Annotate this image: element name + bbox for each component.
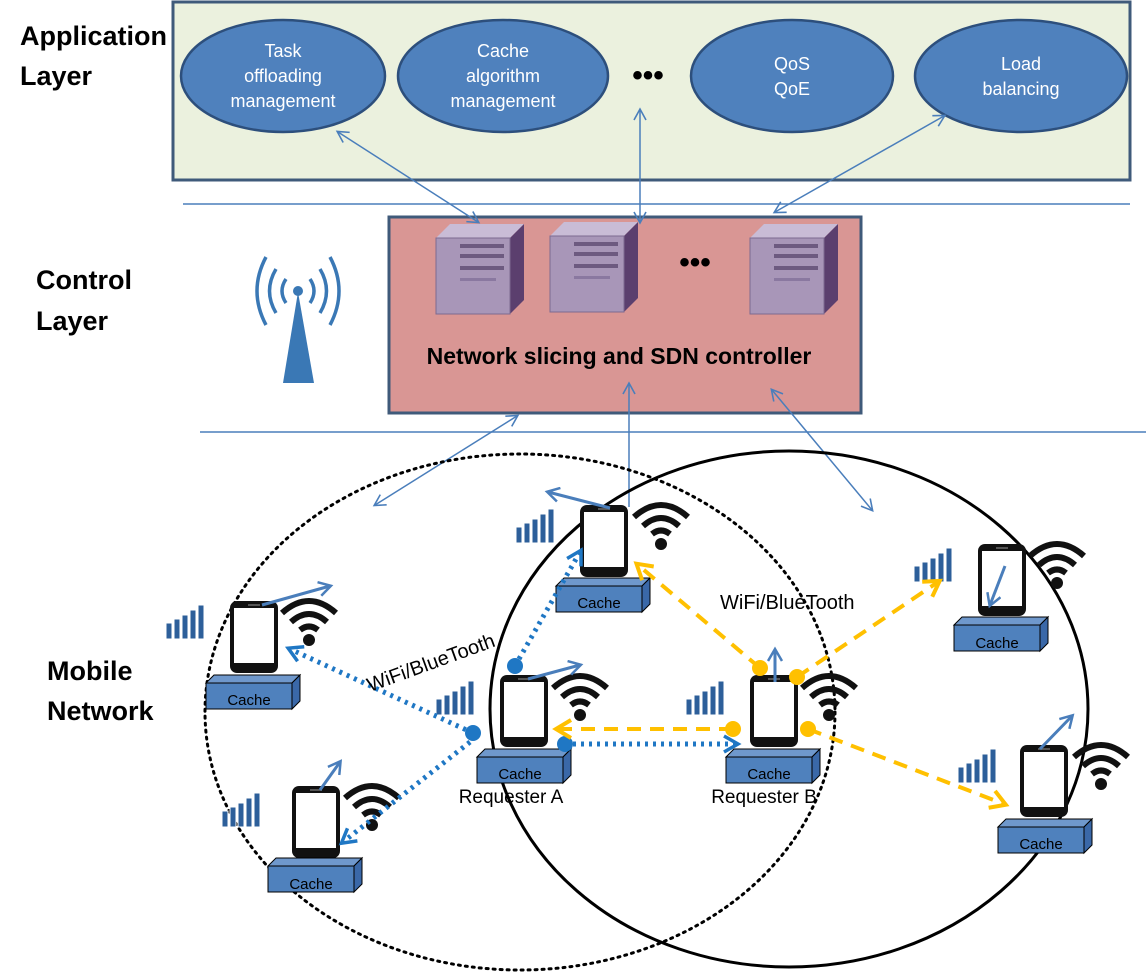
app-module-qos-qoe: QoS QoE: [689, 18, 895, 134]
application-layer-label-line2: Layer: [20, 61, 93, 91]
device-bottom-right: Cache: [957, 716, 1128, 854]
app-module-cache-algorithm: Cache algorithm management: [396, 18, 610, 134]
module-text: management: [230, 91, 335, 111]
cache-label: Cache: [1019, 836, 1062, 853]
application-ellipsis: •••: [632, 59, 664, 92]
control-layer-label-line2: Layer: [36, 306, 109, 336]
device-top-middle: Cache: [515, 492, 688, 613]
module-text: Task: [264, 41, 302, 61]
module-text: balancing: [982, 79, 1059, 99]
module-text: QoE: [774, 79, 810, 99]
coverage-area-requester-a: [203, 452, 837, 972]
device-left: Cache: [165, 586, 336, 710]
link-control-network-3: [770, 387, 874, 513]
device-requester-a: Cache: [435, 665, 607, 784]
link-control-network-1: [372, 414, 520, 507]
module-text: QoS: [774, 54, 810, 74]
mobile-layer-label-line2: Network: [47, 696, 155, 726]
app-module-task-offloading: Task offloading management: [179, 18, 387, 134]
module-text: algorithm: [466, 66, 540, 86]
cache-label: Cache: [975, 635, 1018, 652]
controller-title: Network slicing and SDN controller: [427, 343, 812, 369]
d2d-links-requester-b: [552, 561, 1010, 810]
cache-label: Cache: [747, 766, 790, 783]
control-layer-label-line1: Control: [36, 265, 132, 295]
module-text: management: [450, 91, 555, 111]
module-text: Load: [1001, 54, 1041, 74]
link-app-control-3: [772, 114, 947, 214]
app-module-load-balancing: Load balancing: [913, 18, 1129, 134]
antenna-icon: [255, 256, 341, 383]
cache-label: Cache: [289, 876, 332, 893]
module-text: offloading: [244, 66, 322, 86]
module-text: Cache: [477, 41, 529, 61]
server-icon: [435, 223, 525, 315]
d2d-links-requester-a: [284, 547, 742, 846]
link-app-control-1: [335, 130, 481, 224]
link-label-wifi-bluetooth-a: WiFi/BlueTooth: [364, 630, 498, 697]
server-icon: [549, 221, 639, 313]
cache-label: Cache: [227, 692, 270, 709]
mobile-layer-label-line1: Mobile: [47, 656, 133, 686]
device-top-right: Cache: [913, 544, 1084, 652]
cache-label: Cache: [498, 766, 541, 783]
server-ellipsis: •••: [679, 246, 711, 279]
requester-b-label: Requester B: [711, 787, 817, 808]
link-label-wifi-bluetooth-b: WiFi/BlueTooth: [720, 592, 855, 614]
coverage-area-requester-b: [488, 449, 1090, 969]
device-bottom-left: Cache: [221, 762, 399, 893]
requester-a-label: Requester A: [459, 787, 564, 808]
server-icon: [749, 223, 839, 315]
cache-label: Cache: [577, 595, 620, 612]
application-layer-label-line1: Application: [20, 21, 167, 51]
device-requester-b: Cache: [685, 650, 856, 784]
